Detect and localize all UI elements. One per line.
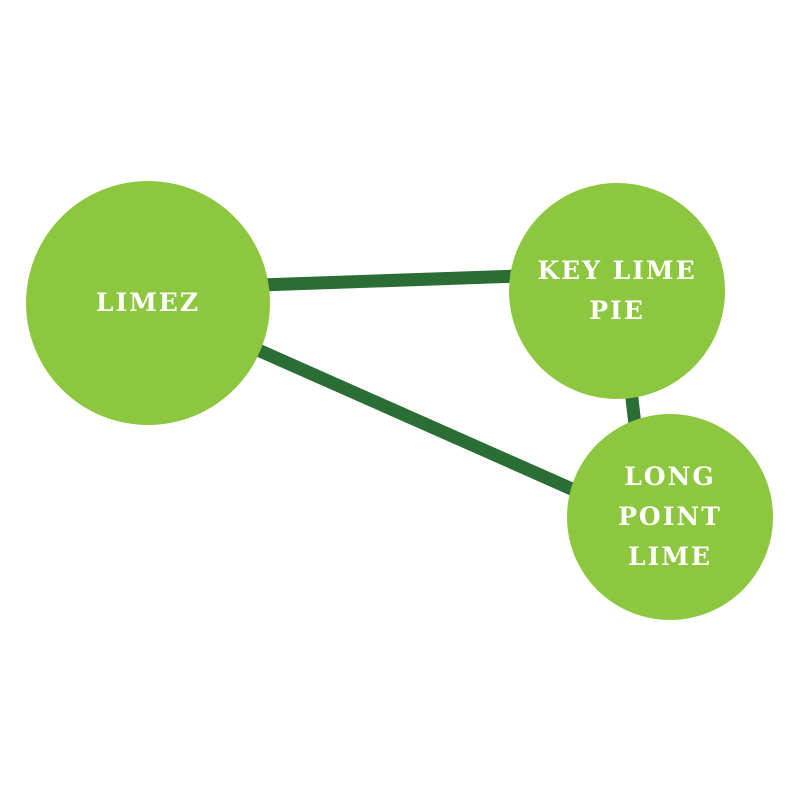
node-label-key-lime-pie: KEY LIME PIE (537, 256, 697, 325)
node-key-lime-pie: KEY LIME PIE (509, 183, 725, 399)
node-long-point-lime: LONG POINT LIME (567, 414, 773, 620)
edge-limez-long-point-lime (255, 344, 577, 496)
node-limez: LIMEZ (26, 181, 270, 425)
node-label-long-point-lime: LONG POINT LIME (618, 462, 722, 571)
node-label-limez: LIMEZ (95, 288, 201, 317)
edge-limez-key-lime-pie (259, 269, 521, 292)
